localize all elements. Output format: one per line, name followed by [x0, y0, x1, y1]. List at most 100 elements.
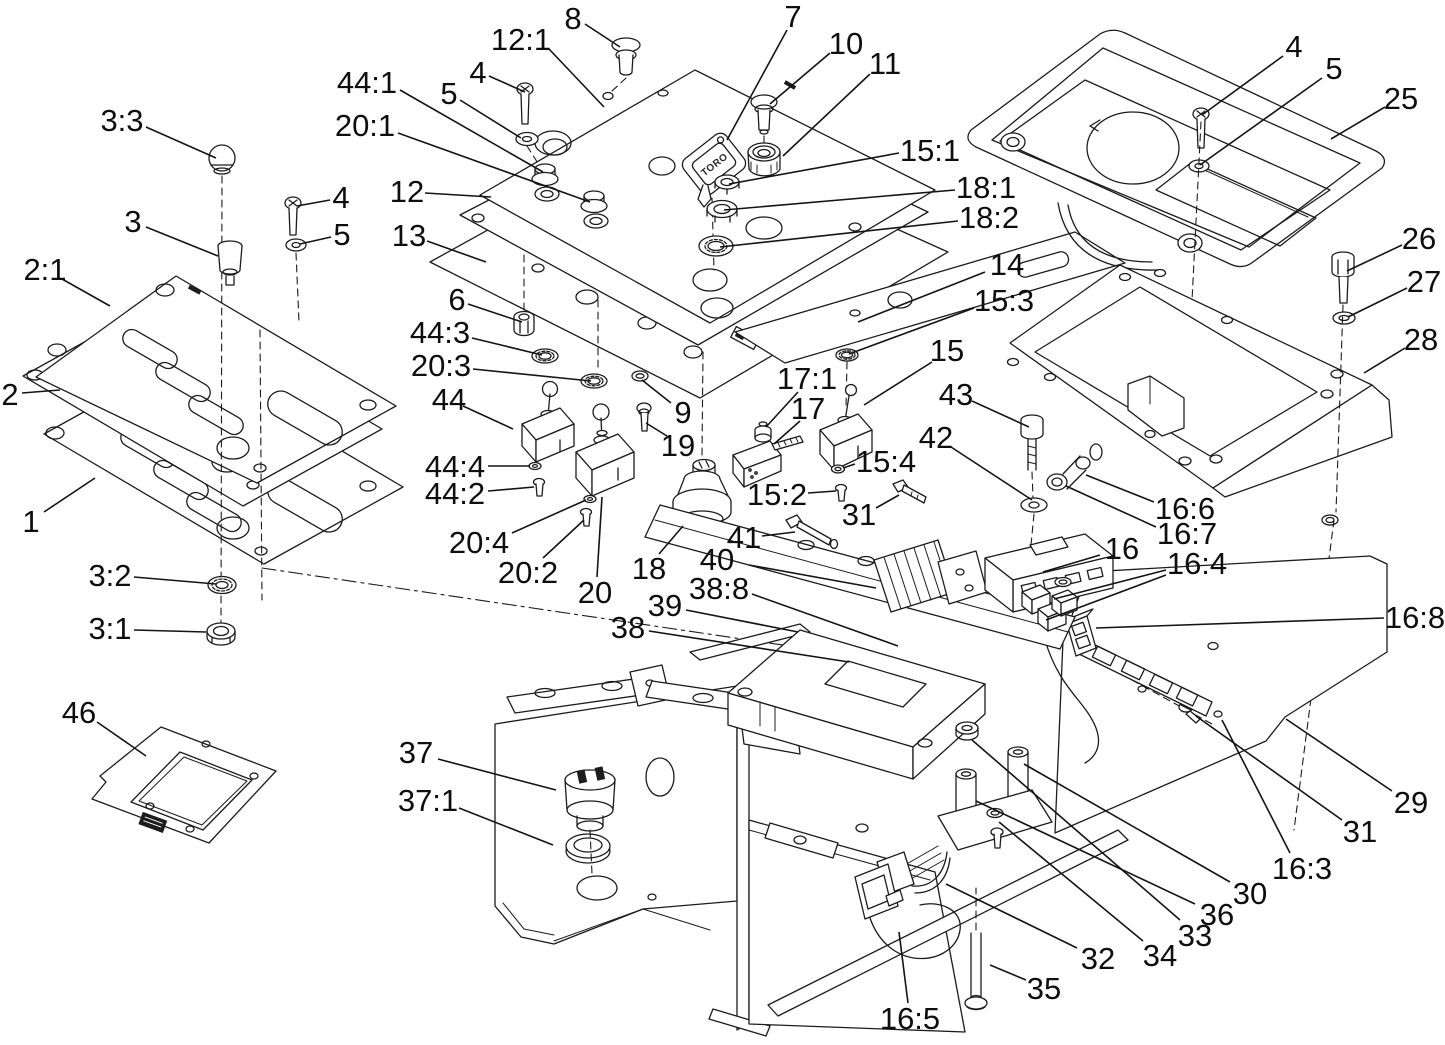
callout-label-15:4: 15:4: [856, 444, 916, 479]
leader-line-15:4: [842, 463, 856, 469]
toggle-switch-44: [521, 380, 575, 463]
leader-line-29: [1285, 718, 1393, 792]
flange-nut-44-1: [531, 163, 560, 202]
bolt-26: [1331, 251, 1355, 304]
leader-line-44:2: [487, 486, 535, 492]
callout-label-28: 28: [1404, 322, 1438, 357]
screw-20-2: [579, 507, 593, 527]
ball-knob-3-3: [208, 144, 236, 175]
leader-line-3:3: [145, 126, 217, 159]
callout-label-36: 36: [1200, 897, 1234, 932]
callout-label-5: 5: [333, 217, 350, 252]
leader-line-2: [21, 389, 61, 394]
control-plate-2-1: [35, 275, 397, 484]
callout-label-16:5: 16:5: [880, 1001, 940, 1036]
callout-label-18: 18: [632, 551, 666, 586]
knob-37: [564, 766, 616, 832]
callout-label-18:2: 18:2: [959, 200, 1019, 235]
washer-5-left: [285, 238, 307, 252]
centerline-knob-37: [589, 829, 593, 875]
callout-label-16:8: 16:8: [1385, 600, 1445, 635]
callout-label-12:1: 12:1: [491, 22, 551, 57]
leader-line-46: [96, 721, 147, 757]
callout-label-29: 29: [1394, 785, 1428, 820]
callout-label-25: 25: [1384, 81, 1418, 116]
lower-rail: [767, 829, 1129, 1017]
screw-15-2: [834, 483, 848, 502]
callout-label-4: 4: [332, 180, 349, 215]
callout-label-31: 31: [1343, 814, 1377, 849]
leader-line-4: [488, 75, 526, 93]
callout-label-37:1: 37:1: [398, 783, 458, 818]
callout-label-40: 40: [700, 542, 734, 577]
star-washer-3-2: [207, 575, 237, 595]
callout-label-16:7: 16:7: [1157, 516, 1217, 551]
leader-line-27: [1347, 287, 1408, 318]
leader-line-16:6: [1085, 474, 1155, 503]
callout-label-27: 27: [1407, 264, 1441, 299]
harness-connector-16-5: [854, 845, 961, 960]
callout-label-9: 9: [674, 395, 691, 430]
callout-label-5: 5: [1325, 51, 1342, 86]
leader-line-31: [875, 494, 900, 509]
callout-label-43: 43: [939, 377, 973, 412]
leader-line-37: [437, 758, 557, 791]
callout-label-15:1: 15:1: [900, 133, 960, 168]
callout-label-20: 20: [578, 575, 612, 610]
nut-15-1: [714, 174, 740, 195]
callout-label-7: 7: [784, 0, 801, 34]
leader-line-20: [596, 496, 603, 578]
screw-19: [636, 402, 652, 432]
leader-line-26: [1346, 244, 1403, 272]
nut-16-block: [1054, 576, 1072, 588]
callout-label-15:3: 15:3: [974, 283, 1034, 318]
callout-label-20:3: 20:3: [411, 348, 471, 383]
callout-label-44:1: 44:1: [337, 65, 397, 100]
callout-label-14: 14: [990, 247, 1024, 282]
callout-label-5: 5: [440, 76, 457, 111]
leader-line-15:3: [848, 307, 975, 355]
callout-label-39: 39: [648, 588, 682, 623]
leader-line-8: [584, 23, 621, 48]
ignition-switch-11: [747, 142, 781, 177]
callout-label-18:1: 18:1: [956, 170, 1016, 205]
panel-plate-14: [734, 231, 1126, 364]
leader-line-17:1: [765, 391, 799, 428]
leader-line-16:3: [1221, 719, 1291, 854]
micro-switch-17: [732, 421, 804, 488]
washer-5-center: [515, 131, 539, 147]
callout-label-32: 32: [1081, 941, 1115, 976]
relays-16-4: [1021, 584, 1078, 632]
leader-line-32: [945, 883, 1078, 949]
leader-line-4: [296, 199, 331, 207]
centerline-washer-42: [1030, 513, 1035, 546]
leader-line-42: [950, 446, 1033, 501]
bracket-39: [689, 623, 811, 661]
leader-line-37:1: [458, 807, 554, 846]
toggle-switch-15: [819, 383, 873, 471]
washer-42: [1020, 497, 1048, 513]
bolt-41: [785, 514, 839, 550]
leader-line-41: [761, 531, 796, 537]
screw-4-tray: [1192, 107, 1210, 149]
leader-line-13: [426, 240, 487, 263]
callout-label-3:1: 3:1: [88, 611, 131, 646]
leader-line-38:8: [751, 593, 899, 647]
leader-line-16:4: [1053, 569, 1167, 600]
mount-plate-posts: [937, 789, 1053, 851]
leader-line-5: [1199, 77, 1323, 166]
callout-label-3: 3: [124, 204, 141, 239]
callout-label-30: 30: [1233, 876, 1267, 911]
nut-3-1: [206, 622, 236, 646]
nut-9: [631, 370, 649, 382]
push-button-8: [611, 37, 641, 76]
leader-line-31: [1195, 715, 1343, 821]
callout-label-26: 26: [1402, 221, 1436, 256]
leader-line-15: [863, 361, 933, 406]
callout-label-20:1: 20:1: [335, 108, 395, 143]
push-button-10: [750, 94, 778, 135]
callout-label-46: 46: [62, 695, 96, 730]
leader-line-3: [145, 226, 219, 257]
callout-label-2:1: 2:1: [23, 252, 66, 287]
